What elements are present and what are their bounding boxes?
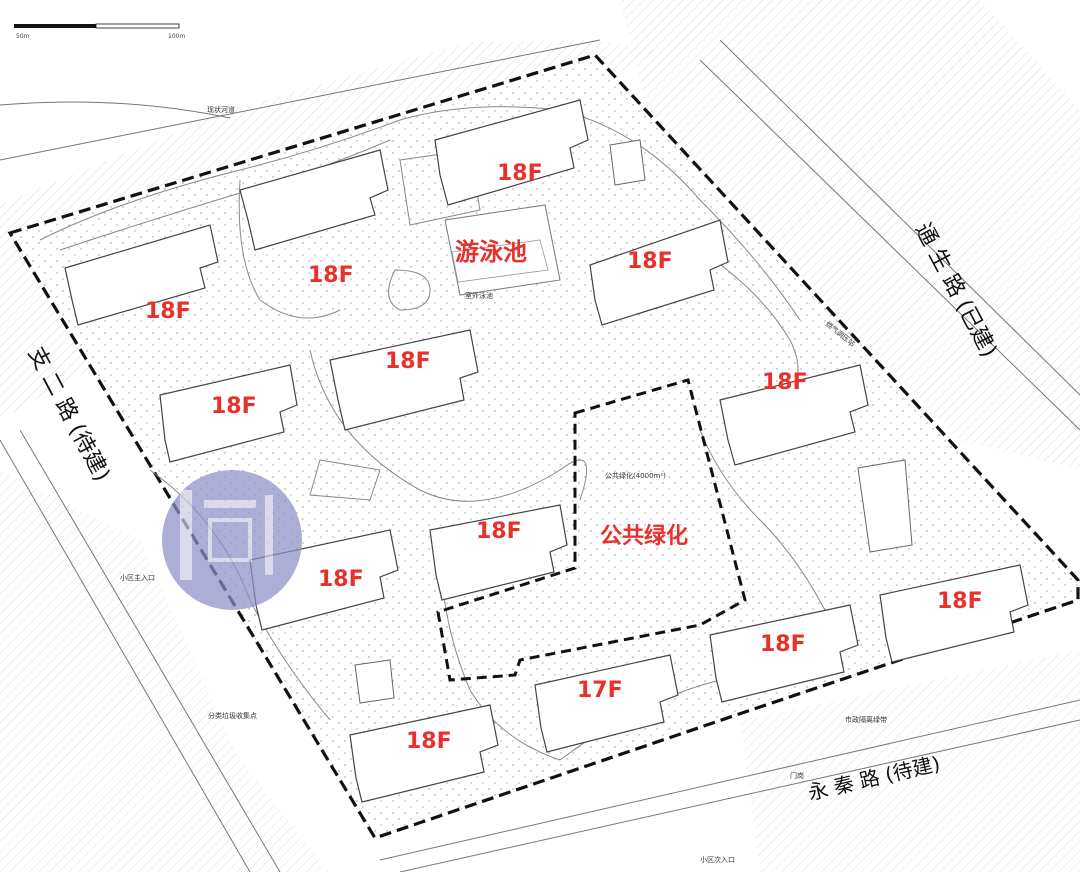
watermark-logo [162,470,302,610]
note-river: 现状河道 [207,105,235,114]
note-pool-deck: 室外泳池 [465,291,493,300]
building-floors-label: 18F [627,249,673,274]
note-gate: 门岗 [790,771,804,780]
note-main-entrance: 小区主入口 [120,573,155,582]
building-floors-label: 18F [937,589,983,614]
building-floors-label: 18F [762,370,808,395]
building-floors-label: 17F [577,678,623,703]
building-floors-label: 18F [211,394,257,419]
scale-bar-start: 50m [16,33,30,40]
note-secondary-entrance: 小区次入口 [700,855,735,864]
building-floors-label: 18F [760,632,806,657]
scale-bar: 50m 100m [14,23,185,40]
public-green-area [436,378,747,682]
building-floors-label: 18F [308,263,354,288]
building-floors-label: 18F [406,729,452,754]
building-labels: 18F 18F 18F 18F 18F 18F 18F 18F 18F 18F … [145,161,983,754]
building-floors-label: 18F [145,299,191,324]
pool-label: 游泳池 [455,238,527,266]
scale-bar-end: 100m [168,33,185,40]
road-lines [0,39,1080,872]
building-floors-label: 18F [497,161,543,186]
note-sort-point: 分类垃圾收集点 [208,711,257,720]
note-setback-green: 市政隔离绿带 [845,715,887,724]
building-footprints [64,99,1029,803]
note-park-area: 公共绿化(4000m²) [605,471,666,480]
pool-block [444,204,561,296]
park-label: 公共绿化 [600,523,688,549]
building-floors-label: 18F [318,567,364,592]
service-blocks [354,139,913,704]
building-floors-label: 18F [476,519,522,544]
building-floors-label: 18F [385,349,431,374]
